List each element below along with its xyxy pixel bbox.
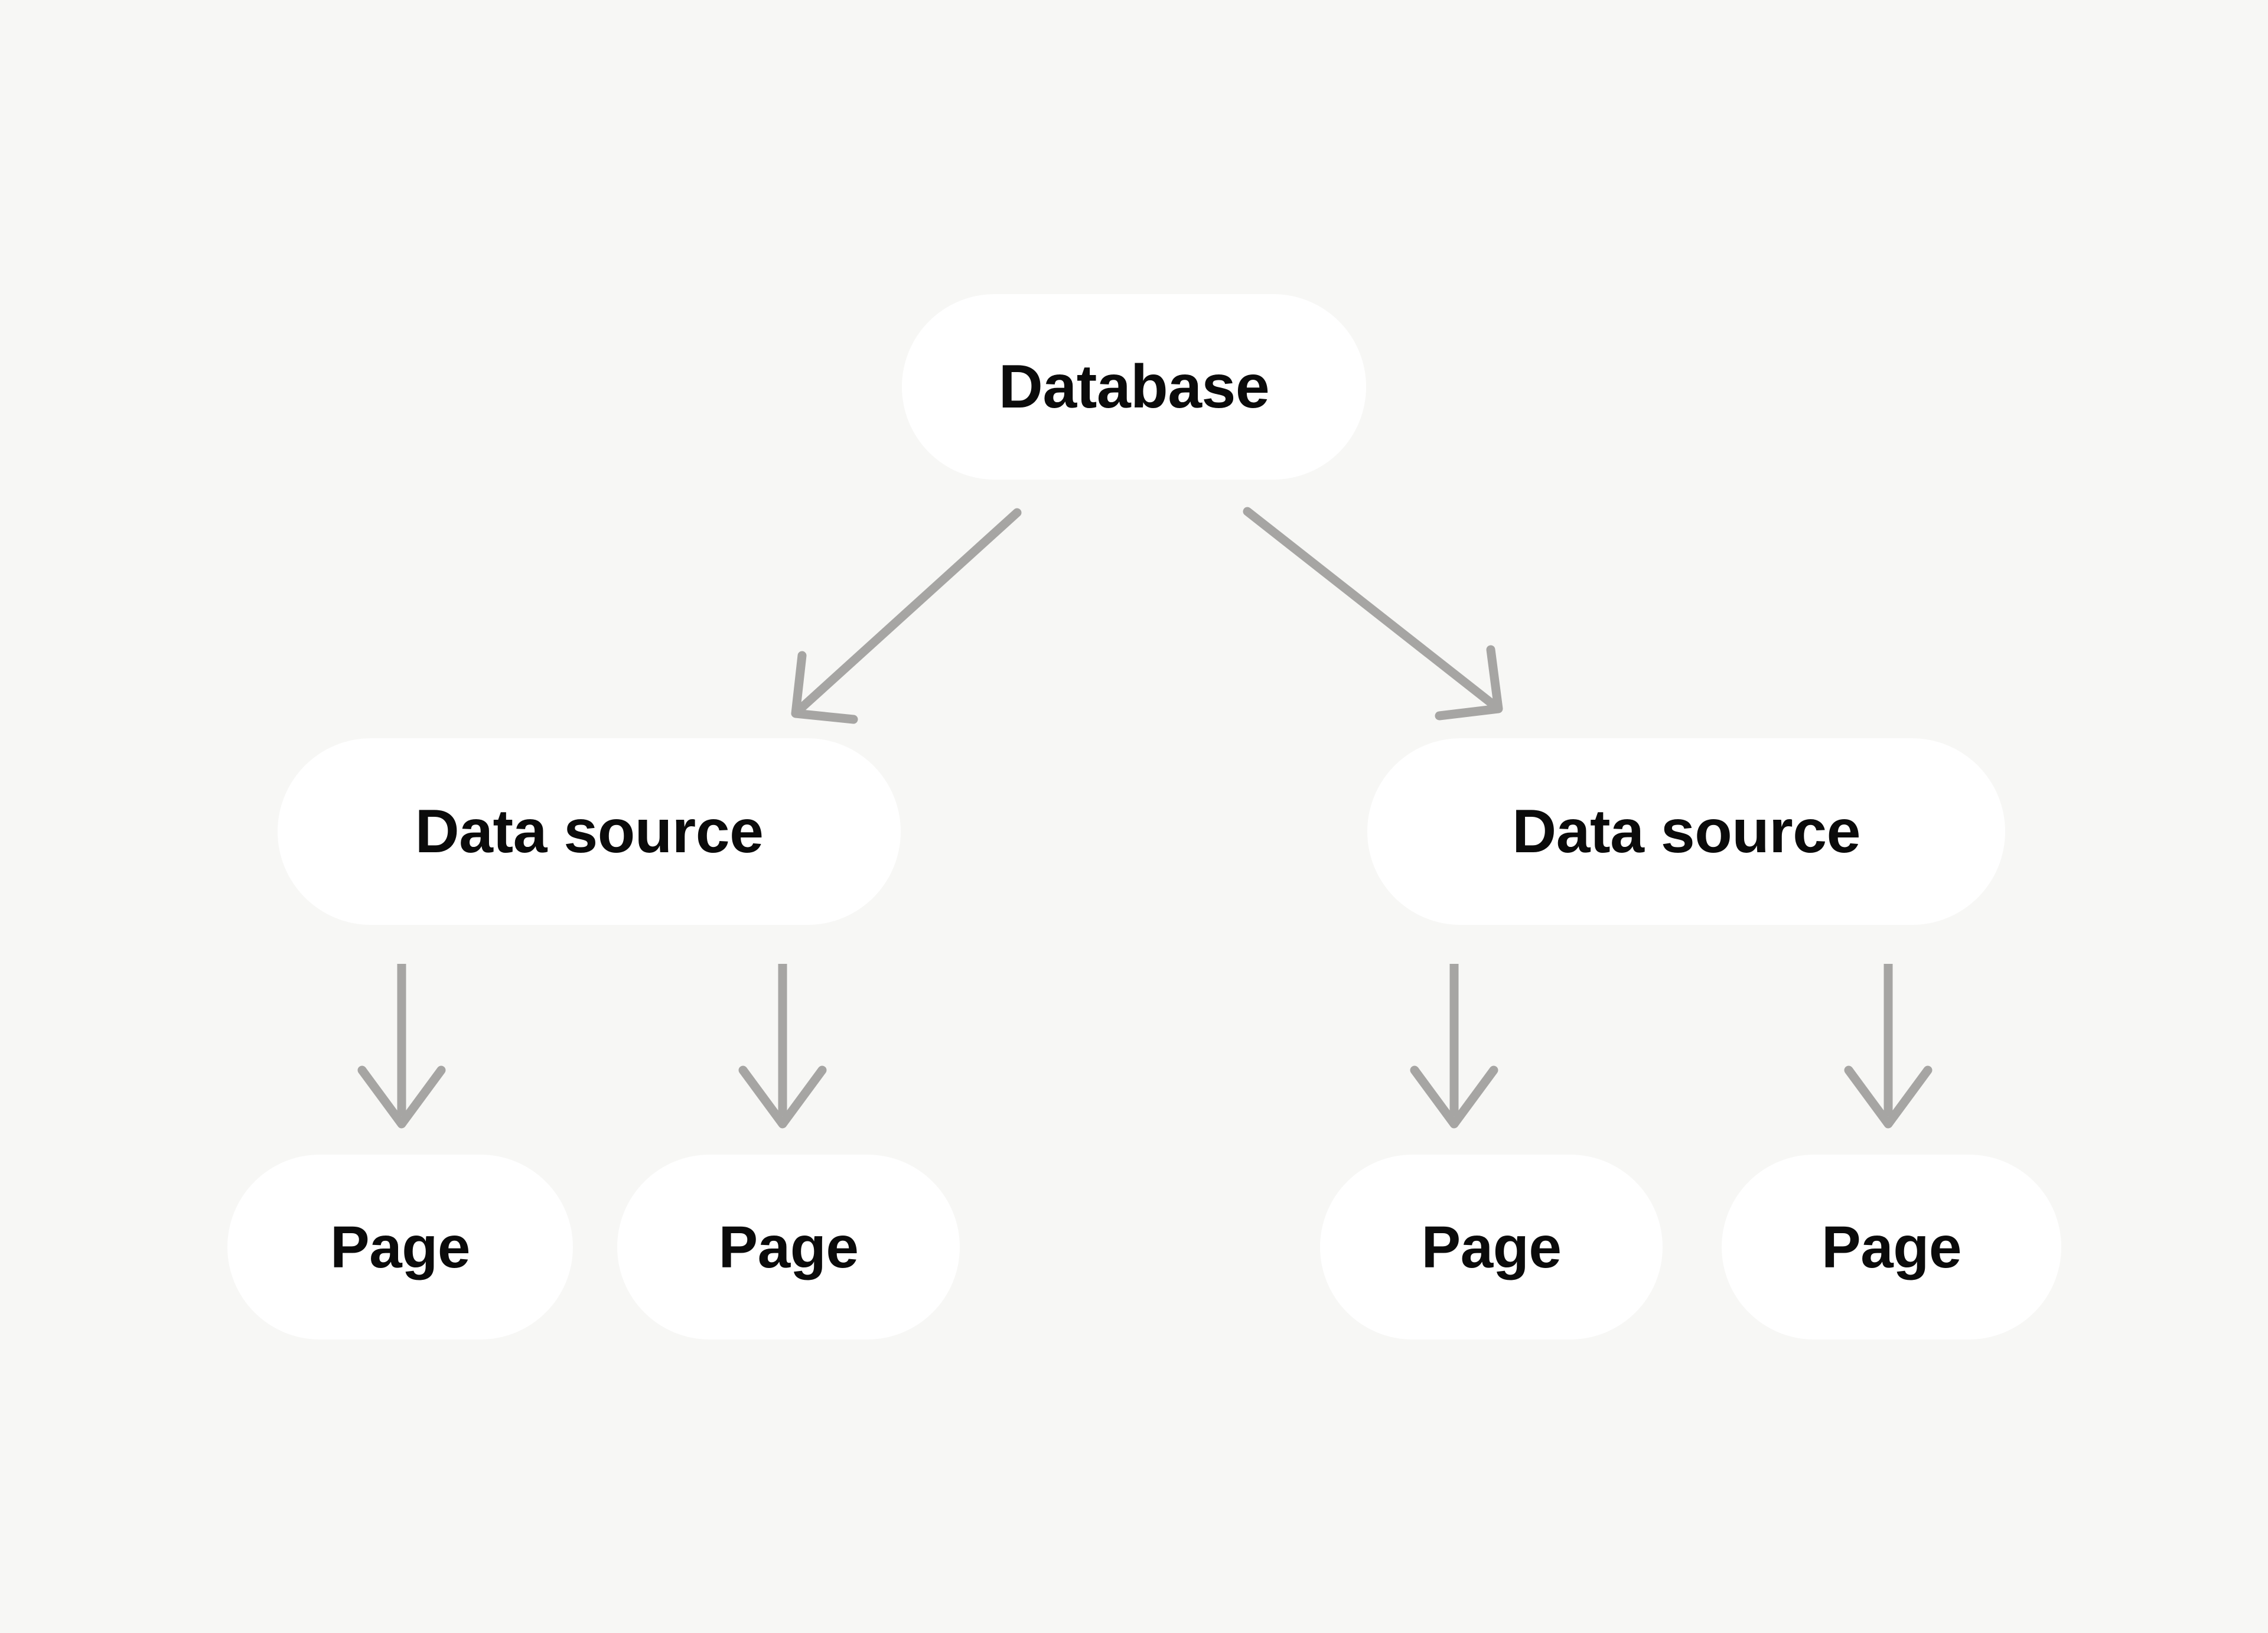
node-page-4[interactable]: Page	[1722, 1155, 2061, 1339]
node-page-4-label: Page	[1821, 1214, 1962, 1280]
node-data-source-1-label: Data source	[415, 797, 764, 866]
edge-ds0-pg1	[738, 964, 827, 1129]
edge-db-ds0	[791, 508, 1022, 724]
edge-ds1-pg3	[1844, 964, 1933, 1129]
edge-ds0-pg0	[357, 964, 446, 1129]
node-page-2[interactable]: Page	[617, 1155, 960, 1339]
node-page-1-label: Page	[330, 1214, 471, 1280]
edge-ds1-pg2	[1410, 964, 1498, 1129]
edge-db-ds1	[1243, 507, 1503, 721]
node-data-source-2[interactable]: Data source	[1367, 738, 2005, 925]
node-data-source-1[interactable]: Data source	[278, 738, 901, 925]
node-page-3[interactable]: Page	[1320, 1155, 1663, 1339]
node-page-1[interactable]: Page	[227, 1155, 573, 1339]
node-page-3-label: Page	[1421, 1214, 1562, 1280]
node-page-2-label: Page	[718, 1214, 859, 1280]
node-database[interactable]: Database	[902, 294, 1366, 480]
node-data-source-2-label: Data source	[1512, 797, 1860, 866]
node-database-label: Database	[998, 353, 1270, 421]
